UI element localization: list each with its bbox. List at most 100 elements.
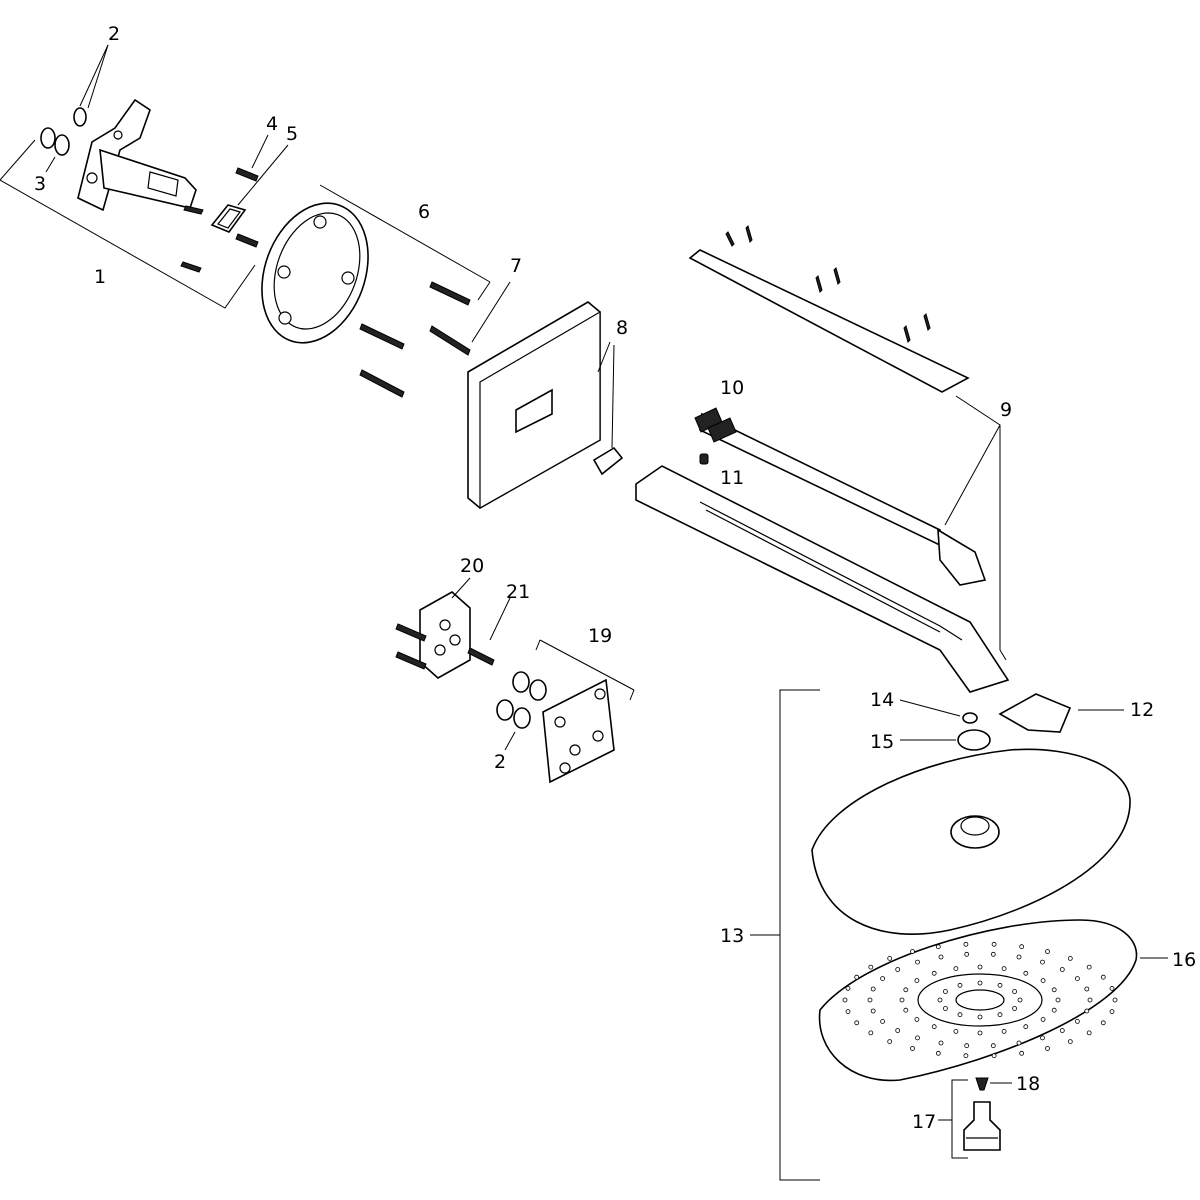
nozzle-dot xyxy=(1084,986,1090,992)
nozzle-dot xyxy=(963,941,969,947)
callout-8: 8 xyxy=(616,317,628,339)
nozzle-dot xyxy=(1023,1024,1029,1030)
nozzle-dot xyxy=(1040,1035,1045,1041)
nozzle-dot xyxy=(870,1008,876,1014)
nozzle-dot xyxy=(964,951,970,957)
nozzle-dot xyxy=(1067,1039,1073,1044)
part-9-arm-top-plate xyxy=(688,225,970,393)
nozzle-dot xyxy=(935,944,941,950)
callout-19: 19 xyxy=(588,625,612,647)
nozzle-dot xyxy=(963,1053,969,1059)
nozzle-dot xyxy=(1045,1046,1050,1051)
nozzle-dot xyxy=(1040,1017,1046,1022)
callout-2-bottom: 2 xyxy=(494,751,506,773)
nozzle-dot xyxy=(935,1050,941,1056)
nozzle-dot xyxy=(910,1046,915,1051)
nozzle-dot xyxy=(1059,1028,1065,1033)
part-19-mounting-plate xyxy=(535,639,635,784)
nozzle-dot xyxy=(868,1030,874,1036)
nozzle-dot xyxy=(910,949,915,954)
nozzle-dot xyxy=(1045,949,1050,954)
callout-16: 16 xyxy=(1172,949,1196,971)
callout-12: 12 xyxy=(1130,699,1154,721)
part-1-mounting-body xyxy=(0,98,256,309)
spray-nozzles xyxy=(842,941,1118,1059)
nozzle-dot xyxy=(1017,997,1023,1003)
nozzle-dot xyxy=(903,1007,909,1013)
nozzle-dot xyxy=(957,1012,963,1018)
part-7-bolts xyxy=(359,281,511,398)
nozzle-dot xyxy=(914,1017,920,1022)
shower-head-top xyxy=(811,748,1131,935)
nozzle-dot xyxy=(997,1012,1003,1018)
callout-6: 6 xyxy=(418,201,430,223)
callout-20: 20 xyxy=(460,555,484,577)
nozzle-dot xyxy=(1084,1008,1090,1014)
nozzle-dot xyxy=(915,1035,920,1041)
nozzle-dot xyxy=(1012,989,1017,994)
nozzle-dot xyxy=(1059,967,1065,972)
callout-14: 14 xyxy=(870,689,894,711)
callout-5: 5 xyxy=(286,123,298,145)
nozzle-dot xyxy=(1087,997,1093,1003)
callout-10: 10 xyxy=(720,377,744,399)
callout-9: 9 xyxy=(1000,399,1012,421)
nozzle-dot xyxy=(867,997,873,1003)
nozzle-dot xyxy=(1040,959,1045,965)
nozzle-dot xyxy=(1016,1040,1022,1046)
nozzle-dot xyxy=(977,1030,983,1036)
part-4-screw xyxy=(235,134,269,248)
part-10-hoses xyxy=(694,407,1001,586)
callout-13: 13 xyxy=(720,925,744,947)
nozzle-dot xyxy=(845,986,851,991)
callout-2-top: 2 xyxy=(108,23,120,45)
part-11-grub xyxy=(699,453,709,465)
part-12-clip xyxy=(998,693,1124,733)
callout-18: 18 xyxy=(1016,1073,1040,1095)
callout-4: 4 xyxy=(266,113,278,135)
nozzle-dot xyxy=(977,1014,983,1020)
part-2-o-rings-top xyxy=(40,44,109,173)
part-2-o-rings-bottom xyxy=(496,671,547,751)
callout-11: 11 xyxy=(720,467,744,489)
nozzle-dot xyxy=(1109,1009,1115,1014)
nozzle-dot xyxy=(1086,1030,1092,1036)
callout-1: 1 xyxy=(94,266,106,288)
nozzle-dot xyxy=(1109,986,1115,991)
part-20-adapter xyxy=(419,577,471,679)
part-16-spray-plate xyxy=(818,919,1168,1082)
nozzle-dot xyxy=(880,1019,885,1024)
nozzle-dot xyxy=(868,964,874,970)
nozzle-dot xyxy=(1075,1019,1080,1024)
nozzle-dot xyxy=(1086,964,1092,970)
part-15-ring xyxy=(900,729,991,751)
nozzle-dot xyxy=(895,967,901,972)
nozzle-dot xyxy=(1001,1029,1007,1034)
nozzle-dot xyxy=(915,959,920,965)
part-13-bracket xyxy=(750,689,820,1181)
nozzle-dot xyxy=(1019,944,1025,950)
nozzle-dot xyxy=(842,997,848,1003)
nozzle-dot xyxy=(1075,976,1080,981)
nozzle-dot xyxy=(1016,954,1022,960)
nozzle-dot xyxy=(1100,974,1106,980)
nozzle-dot xyxy=(887,1039,893,1044)
nozzle-dot xyxy=(845,1009,851,1014)
part-17-flow-insert xyxy=(938,1079,1001,1159)
nozzle-dot xyxy=(957,982,963,988)
nozzle-dot xyxy=(903,987,909,993)
nozzle-dot xyxy=(977,964,983,970)
callout-21: 21 xyxy=(506,581,530,603)
nozzle-dot xyxy=(1100,1020,1106,1026)
nozzle-dot xyxy=(931,970,937,976)
part-21-screws xyxy=(395,597,511,670)
part-18-filter xyxy=(975,1077,1012,1091)
nozzle-dot xyxy=(990,1043,996,1049)
callout-15: 15 xyxy=(870,731,894,753)
nozzle-dot xyxy=(990,951,996,957)
nozzle-dot xyxy=(895,1028,901,1033)
nozzle-dot xyxy=(937,997,943,1003)
nozzle-dot xyxy=(1023,970,1029,976)
nozzle-dot xyxy=(899,997,905,1003)
